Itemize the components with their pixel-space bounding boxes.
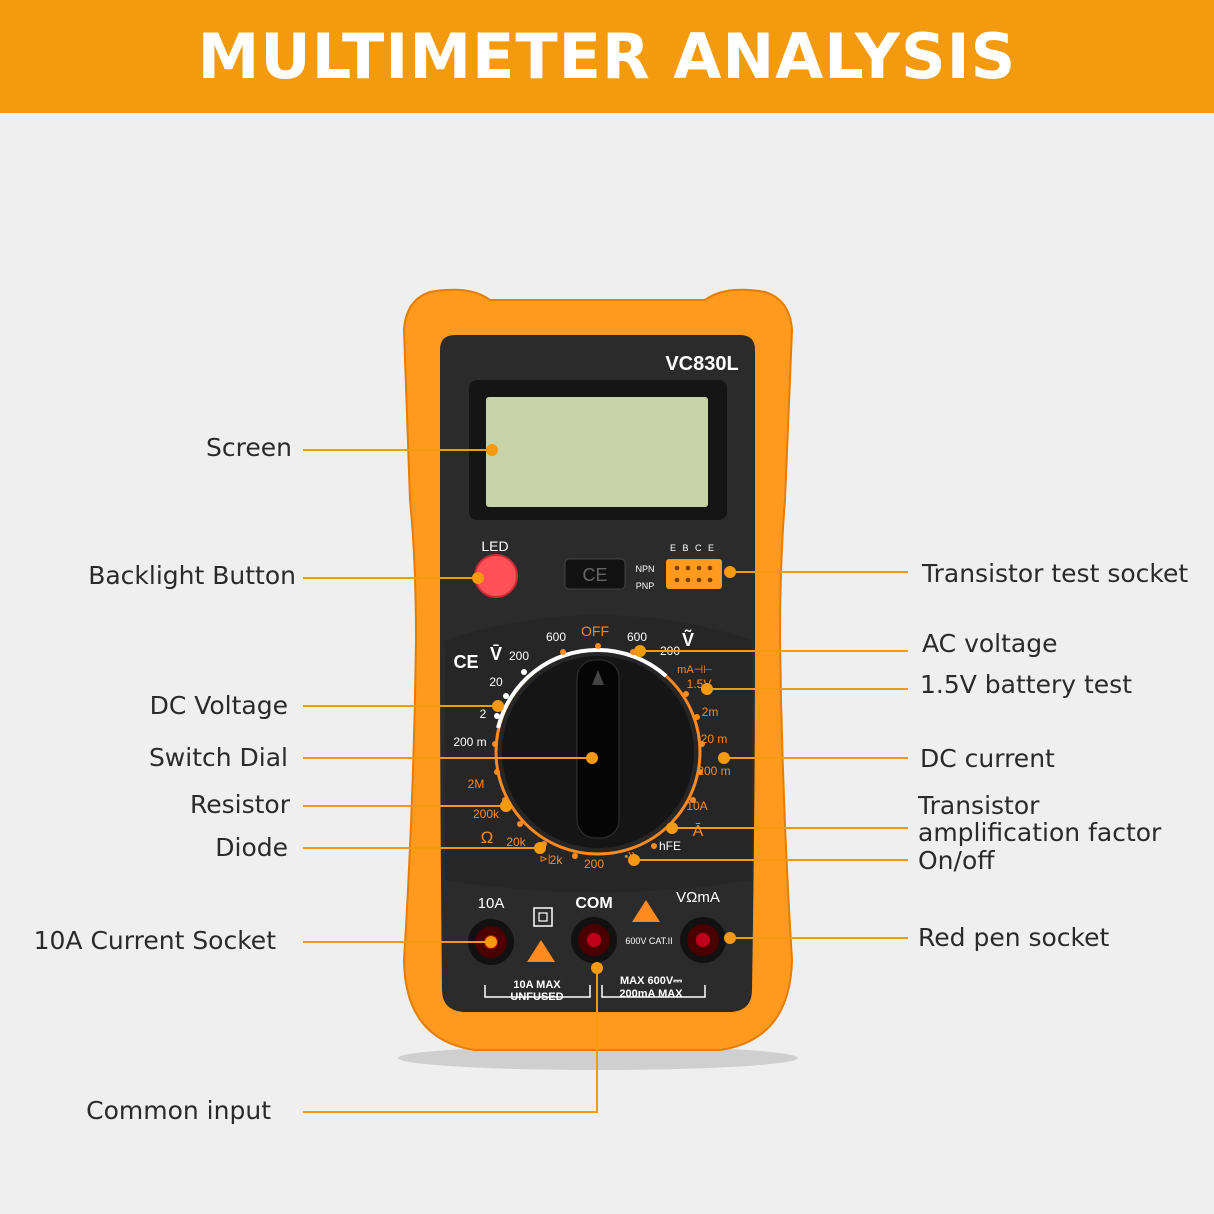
dial-off: OFF bbox=[581, 623, 609, 639]
label-common-input: Common input bbox=[86, 1096, 271, 1125]
label-on-off: On/off bbox=[918, 846, 995, 875]
lcd-screen bbox=[486, 397, 708, 507]
dial-ohm-200k: 200k bbox=[473, 807, 500, 821]
dial-ring-white bbox=[496, 647, 599, 729]
label-transistor-amp-2: amplification factor bbox=[918, 818, 1162, 847]
label-screen: Screen bbox=[206, 433, 292, 462]
transistor-socket-holes bbox=[674, 565, 713, 583]
label-dc-current: DC current bbox=[920, 744, 1055, 773]
socket-pin-labels: E B C E bbox=[670, 543, 716, 553]
npn-label: NPN bbox=[635, 564, 654, 574]
dial-dcv-symbol: V̄ bbox=[490, 644, 502, 664]
dial-ring-white-right bbox=[597, 648, 668, 678]
dial-dcv-200: 200 bbox=[509, 649, 529, 663]
dial-ohm-20k: 20k bbox=[506, 835, 526, 849]
label-transistor-socket: Transistor test socket bbox=[922, 559, 1189, 588]
socket-note-right-1: MAX 600V⎓ bbox=[620, 975, 682, 987]
socket-10a-label: 10A bbox=[478, 895, 505, 912]
model-label: VC830L bbox=[665, 353, 738, 375]
dial-2m: 2m bbox=[702, 705, 719, 719]
socket-rating: 600V CAT.II bbox=[625, 936, 672, 946]
dial-amp-symbol: Ā bbox=[693, 822, 704, 840]
dial-pointer-grip bbox=[576, 659, 620, 839]
socket-bracket-right bbox=[601, 985, 706, 998]
ce-plate-mark: CE bbox=[582, 565, 607, 585]
label-battery-test: 1.5V battery test bbox=[920, 670, 1133, 699]
socket-vomA-label: VΩmA bbox=[676, 889, 720, 906]
label-diode: Diode bbox=[215, 833, 288, 862]
label-current-socket: 10A Current Socket bbox=[33, 926, 276, 955]
label-transistor-amp-1: Transistor bbox=[918, 791, 1040, 820]
label-red-pen: Red pen socket bbox=[918, 923, 1110, 952]
dial-current-label: mA⊣⊢ bbox=[677, 664, 713, 676]
title-banner: MULTIMETER ANALYSIS bbox=[0, 0, 1214, 113]
socket-note-right-2: 200mA MAX bbox=[619, 988, 683, 1000]
socket-bracket-left bbox=[484, 985, 591, 998]
ce-plate bbox=[564, 558, 626, 590]
socket-note-left-1: 10A MAX bbox=[513, 979, 561, 991]
dial-ohm-200: 200 bbox=[584, 857, 604, 871]
led-label: LED bbox=[481, 538, 508, 554]
socket-com-label: COM bbox=[575, 895, 612, 912]
dial-ohm-symbol: Ω bbox=[481, 828, 494, 847]
dial-acv-symbol: Ṽ bbox=[682, 629, 694, 650]
dial-20m: 20 m bbox=[701, 732, 728, 746]
pnp-label: PNP bbox=[636, 581, 655, 591]
label-ac-voltage: AC voltage bbox=[922, 629, 1058, 658]
label-backlight: Backlight Button bbox=[88, 561, 296, 590]
label-switch-dial: Switch Dial bbox=[148, 743, 288, 772]
dial-dcv-200m: 200 m bbox=[453, 735, 486, 749]
dial-200m: 200 m bbox=[697, 764, 730, 778]
leader-lines bbox=[303, 444, 908, 1113]
dial-diode-symbol: ⊳| bbox=[540, 854, 551, 865]
dial-10a: 10A bbox=[686, 799, 707, 813]
label-resistor: Resistor bbox=[190, 790, 290, 819]
dial-acv-600: 600 bbox=[627, 630, 647, 644]
transistor-socket[interactable] bbox=[666, 559, 722, 589]
socket-vomA[interactable] bbox=[680, 917, 726, 963]
dial-dcv-600: 600 bbox=[546, 630, 566, 644]
dial-ohm-2k: 2k bbox=[550, 853, 564, 867]
double-insulation-inner bbox=[538, 912, 548, 922]
dial-dcv-20: 20 bbox=[489, 675, 503, 689]
dial-ohm-2m: 2M bbox=[468, 777, 485, 791]
double-insulation-icon bbox=[533, 907, 553, 927]
warning-icon-left bbox=[527, 940, 555, 962]
warning-icon-right bbox=[632, 900, 660, 922]
dial-pointer-arrow bbox=[592, 670, 604, 685]
socket-com[interactable] bbox=[571, 917, 617, 963]
face-ce-mark: CE bbox=[453, 652, 478, 672]
dial-dcv-2: 2 bbox=[480, 707, 487, 721]
dial-hfe: hFE bbox=[659, 839, 681, 853]
label-dc-voltage: DC Voltage bbox=[149, 691, 288, 720]
page-title: MULTIMETER ANALYSIS bbox=[197, 20, 1017, 93]
